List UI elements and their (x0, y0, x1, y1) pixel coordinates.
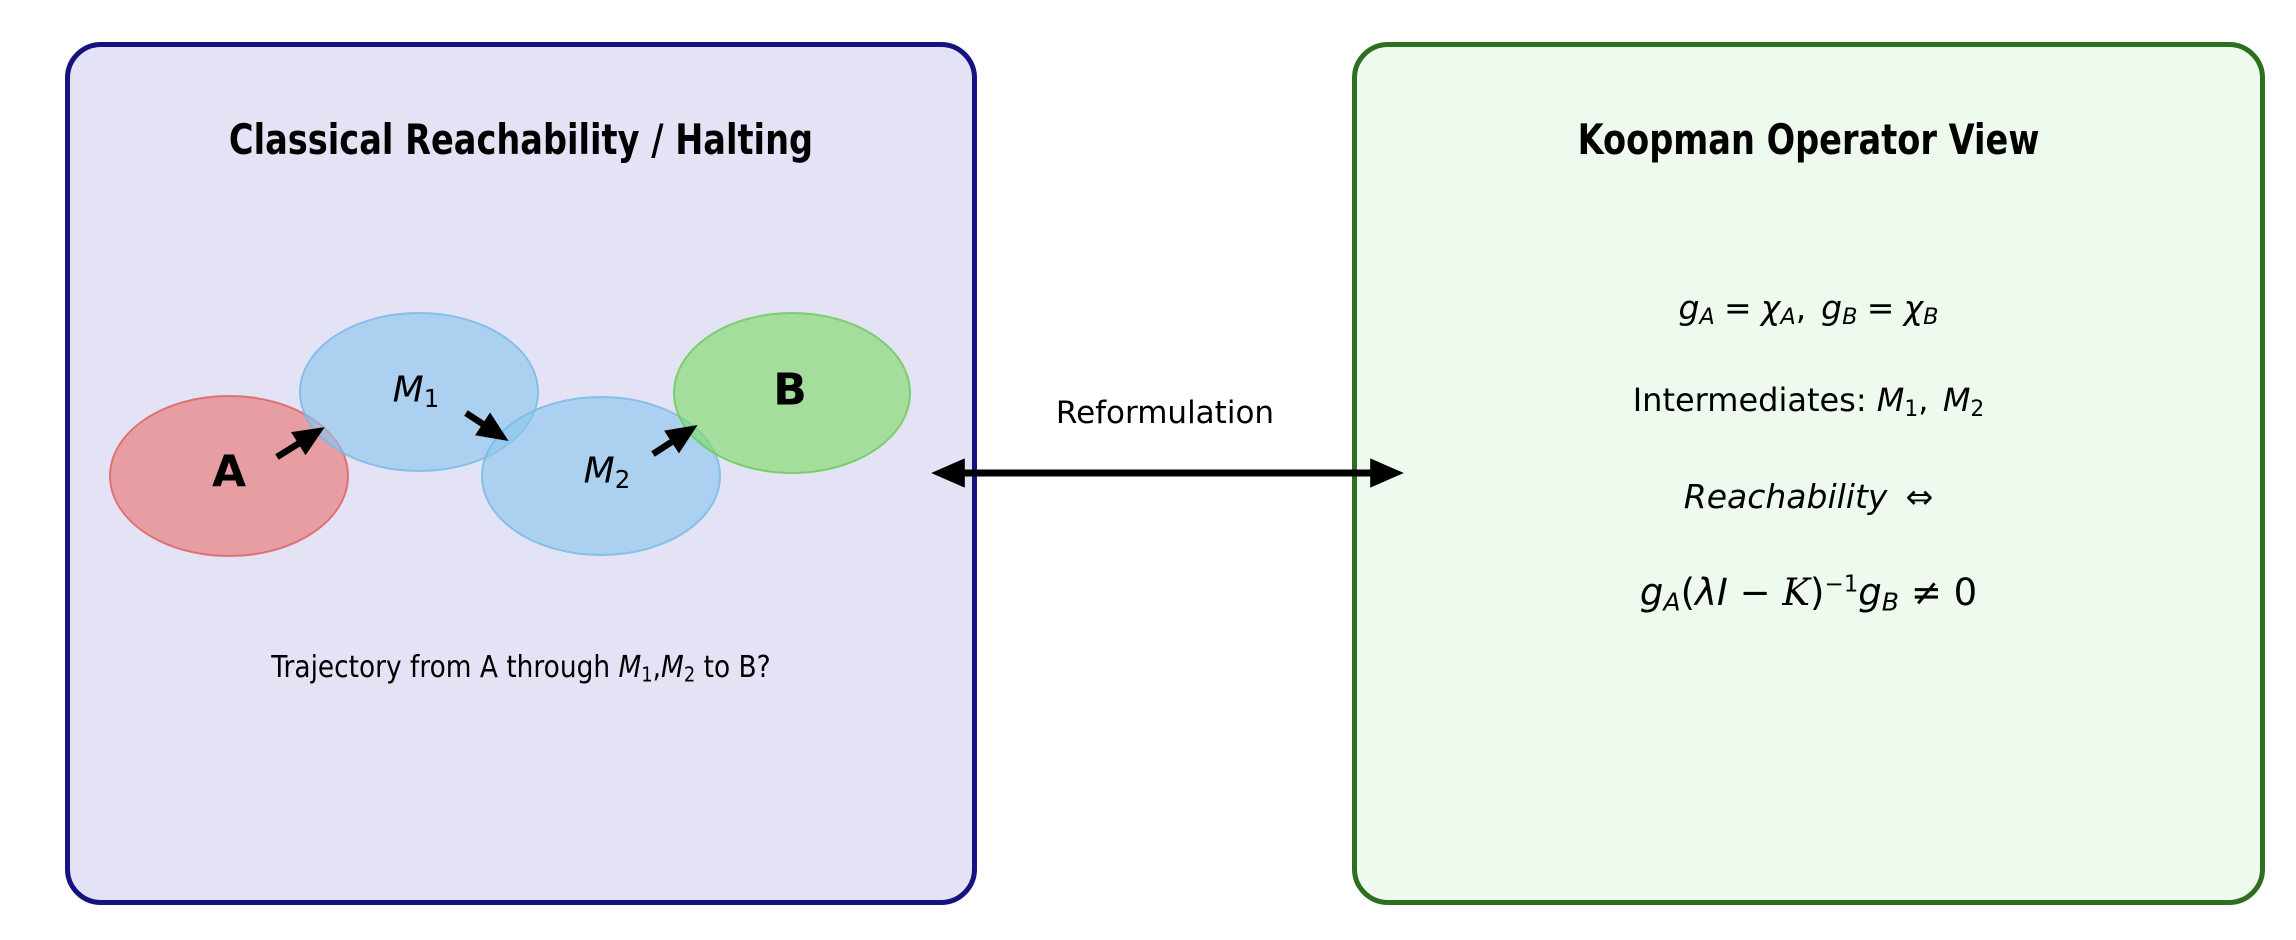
caption-m2-subscript: 2 (683, 662, 696, 687)
g-b-subscript: B (1881, 587, 1900, 617)
g-a-subscript: A (1663, 587, 1681, 617)
open-paren: ( (1680, 571, 1696, 614)
resolvent-condition-formula: gA(λI − K)−1gB ≠ 0 (1357, 563, 2260, 623)
chi-b-subscript: B (1923, 303, 1939, 330)
minus-sign: − (1727, 571, 1783, 614)
zero-value: 0 (1953, 571, 1978, 614)
caption-lead: Trajectory from A through (271, 650, 619, 685)
classical-reachability-panel: Classical Reachability / Halting A M1 M2… (65, 42, 977, 905)
caption-m1-subscript: 1 (641, 662, 653, 687)
equals-sign: = (1866, 288, 1895, 327)
caption-tail: to B? (695, 650, 771, 685)
set-ellipse-b (673, 312, 911, 474)
g-b-symbol: g (1821, 288, 1843, 327)
arrow-m1-to-m2 (464, 410, 509, 441)
caption-m1: M (618, 650, 642, 685)
set-label-m2-subscript: 2 (614, 464, 631, 494)
g-b-symbol: g (1858, 571, 1882, 614)
set-label-m1-base: M (392, 369, 424, 411)
intermediate-m2-subscript: 2 (1970, 396, 1985, 422)
reachability-word: Reachability (1683, 477, 1888, 516)
intermediates-line: Intermediates: M1,M2 (1357, 370, 2260, 430)
caption-separator: , (652, 650, 662, 685)
equals-sign: = (1724, 288, 1752, 327)
reachability-equivalence-line: Reachability ⇔ (1357, 467, 2260, 527)
set-label-b: B (773, 364, 807, 416)
comma-separator: , (1795, 288, 1807, 327)
set-label-m1-subscript: 1 (423, 383, 440, 413)
chi-b-symbol: χ (1903, 288, 1924, 327)
caption-m2: M (661, 650, 684, 685)
reformulation-label: Reformulation (1055, 395, 1275, 431)
chi-a-subscript: A (1780, 303, 1796, 330)
g-b-subscript: B (1842, 303, 1858, 330)
inverse-exponent: −1 (1824, 571, 1859, 598)
intermediate-m1-subscript: 1 (1904, 396, 1919, 422)
g-a-subscript: A (1699, 303, 1715, 330)
classical-panel-title: Classical Reachability / Halting (228, 115, 814, 164)
close-paren: ) (1810, 571, 1825, 614)
set-label-m2: M2 (584, 451, 631, 492)
intermediates-label: Intermediates: (1632, 381, 1877, 419)
lambda-symbol: λ (1695, 571, 1717, 614)
intermediate-m1: M (1876, 381, 1905, 419)
koopman-operator-panel: Koopman Operator View gA=χA,gB=χB Interm… (1352, 42, 2265, 905)
trajectory-arrows (275, 410, 698, 460)
not-equal-sign: ≠ (1899, 571, 1954, 614)
reformulation-double-arrow (931, 458, 1404, 488)
arrow-a-to-m1 (275, 427, 325, 460)
identity-symbol: I (1716, 571, 1728, 614)
g-a-symbol: g (1678, 288, 1700, 327)
observables-definition-formula: gA=χA,gB=χB (1357, 278, 2260, 338)
koopman-operator-symbol: K (1782, 571, 1811, 614)
arrow-m2-to-b (651, 425, 698, 457)
trajectory-question: Trajectory from A through M1,M2 to B? (124, 638, 918, 698)
set-label-m2-base: M (583, 450, 615, 492)
g-a-symbol: g (1639, 571, 1664, 614)
koopman-panel-title: Koopman Operator View (1577, 115, 2040, 164)
set-label-m1: M1 (393, 370, 440, 411)
chi-a-symbol: χ (1760, 288, 1781, 327)
comma-separator: , (1918, 381, 1929, 419)
set-label-a: A (211, 446, 247, 498)
intermediate-m2: M (1942, 381, 1971, 419)
iff-arrow-symbol: ⇔ (1905, 477, 1934, 516)
